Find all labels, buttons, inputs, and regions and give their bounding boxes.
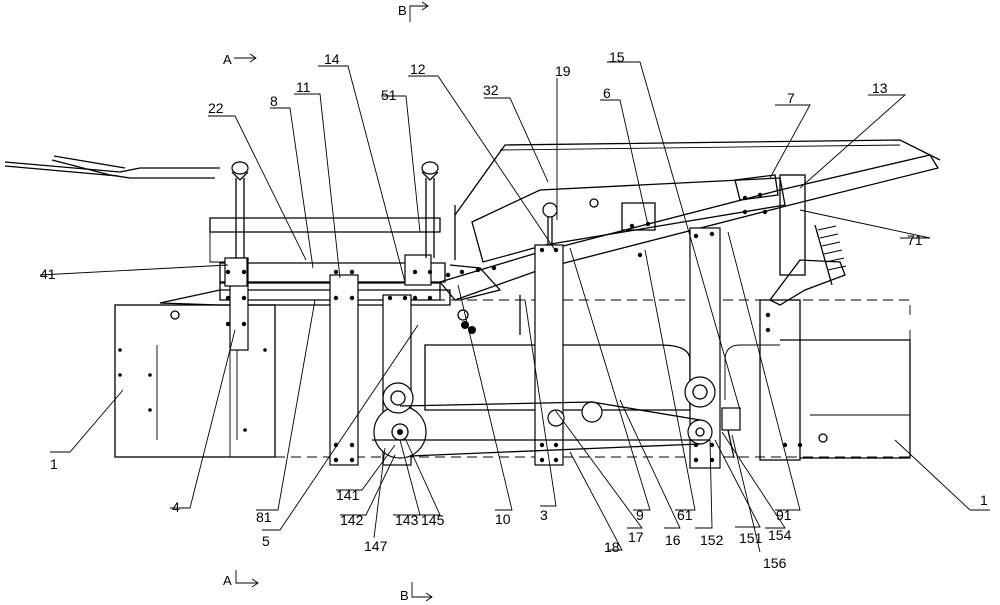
section-marker-b-bottom: B [400,582,433,603]
label-13: 13 [872,80,888,96]
label-81: 81 [256,509,272,525]
label-12: 12 [410,61,426,77]
label-156: 156 [763,555,787,571]
label-5: 5 [262,533,270,549]
svg-text:A: A [223,52,232,67]
label-61: 61 [677,507,693,523]
part-labels: 1 1 3 4 5 6 7 8 9 10 11 12 13 14 15 16 1… [40,49,988,571]
feed-table [4,155,451,306]
tensioner [769,224,847,306]
label-41: 41 [40,266,56,282]
label-17: 17 [628,529,644,545]
label-3: 3 [540,507,548,523]
drive-system [372,376,741,459]
svg-text:A: A [223,573,232,588]
section-marker-a-bottom: A [223,570,259,588]
svg-text:B: B [400,588,409,603]
label-141: 141 [336,487,360,503]
label-19: 19 [555,63,571,79]
leader-lines [39,61,990,553]
section-marker-b-top: B [398,1,429,22]
label-143: 143 [395,512,419,528]
label-32: 32 [483,82,499,98]
label-15: 15 [609,49,625,65]
inclined-conveyor [438,139,941,335]
label-1-left: 1 [50,456,58,472]
label-152: 152 [700,532,724,548]
label-147: 147 [364,538,388,554]
clamp-handles [231,161,558,258]
label-154: 154 [768,527,792,543]
vertical-plates [224,227,721,469]
label-7: 7 [787,90,795,106]
label-71: 71 [907,232,923,248]
section-marker-a-top: A [223,52,257,67]
svg-text:B: B [398,3,407,18]
label-151: 151 [739,530,763,546]
label-9: 9 [636,507,644,523]
label-1-right: 1 [980,492,988,508]
label-22: 22 [208,100,224,116]
label-18: 18 [604,539,620,555]
label-10: 10 [495,511,511,527]
label-145: 145 [421,512,445,528]
label-91: 91 [776,507,792,523]
label-11: 11 [296,79,311,95]
label-51: 51 [381,87,397,103]
label-14: 14 [324,51,340,67]
label-8: 8 [270,93,278,109]
label-4: 4 [172,499,180,515]
label-6: 6 [603,85,611,101]
label-142: 142 [340,512,364,528]
label-16: 16 [665,532,681,548]
fasteners [118,192,828,463]
